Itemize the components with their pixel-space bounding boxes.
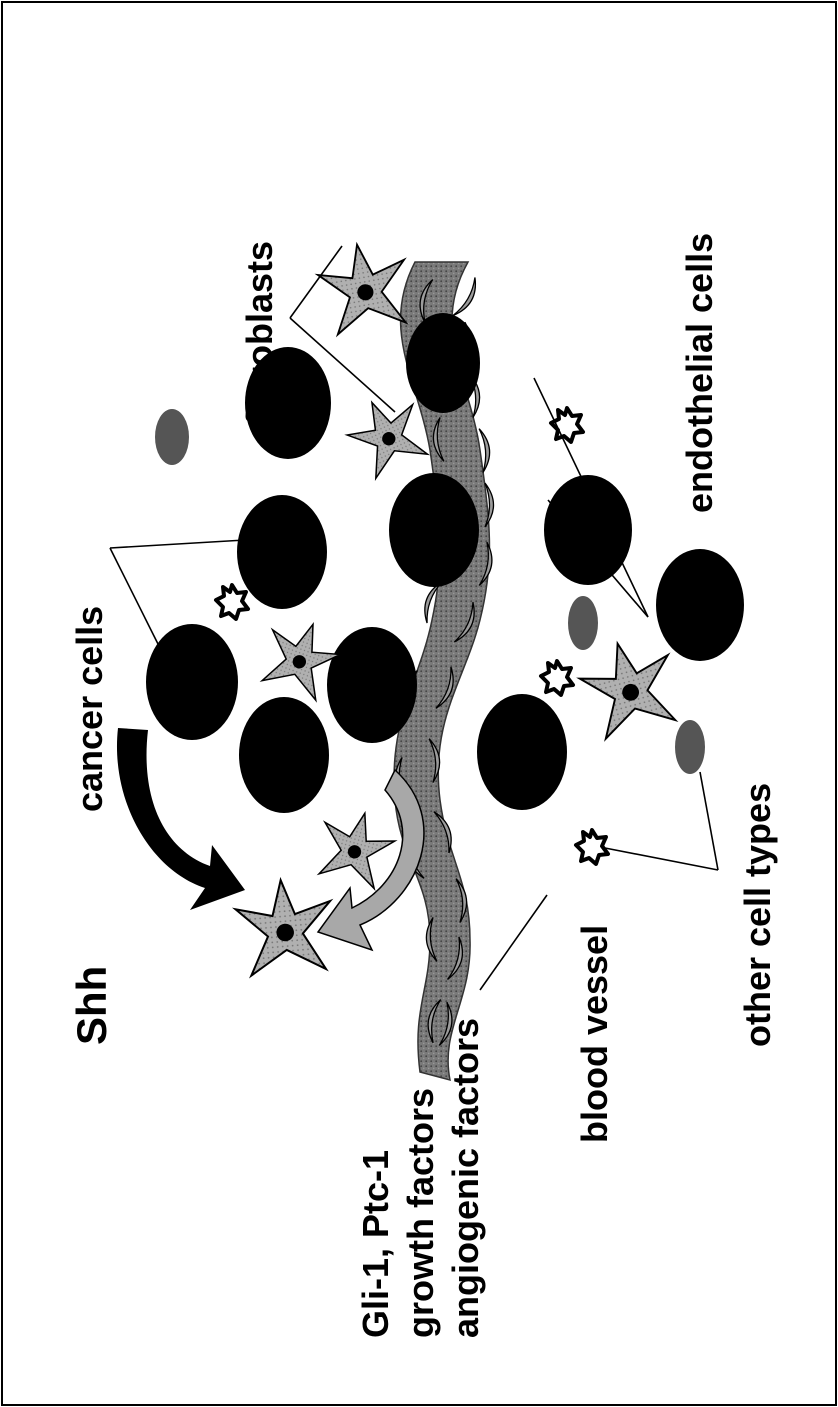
label-shh: Shh xyxy=(68,966,115,1045)
other-cell xyxy=(675,720,705,774)
cancer-cell xyxy=(477,694,567,810)
cancer-cells xyxy=(146,313,744,813)
label-endothelial-cells: endothelial cells xyxy=(679,233,720,513)
other-cell xyxy=(155,409,189,465)
other-cell-star xyxy=(541,661,573,695)
fibroblast xyxy=(233,876,336,976)
cancer-cell xyxy=(406,313,480,413)
label-fibroblasts: fibroblasts xyxy=(239,241,280,425)
cancer-cell xyxy=(389,473,479,587)
label-factors-line2: growth factors xyxy=(400,1088,441,1338)
cancer-cell xyxy=(237,495,327,609)
label-other-cell-types: other cell types xyxy=(737,783,778,1047)
cancer-cell xyxy=(656,549,744,661)
fibroblast xyxy=(312,804,400,891)
cancer-cell xyxy=(327,627,417,743)
fibroblast xyxy=(574,632,685,741)
label-cancer-cells: cancer cells xyxy=(69,606,110,812)
fibroblast xyxy=(314,237,415,336)
label-factors-line1: Gli-1, Ptc-1 xyxy=(355,1150,396,1338)
other-cell-star xyxy=(216,585,248,619)
label-blood-vessel: blood vessel xyxy=(574,925,615,1143)
cancer-cell xyxy=(239,697,329,813)
label-factors-line3: angiogenic factors xyxy=(445,1018,486,1338)
cancer-cell xyxy=(146,624,238,740)
shh-arrow xyxy=(117,728,245,910)
other-cell-star xyxy=(576,830,608,864)
other-cell xyxy=(568,596,598,650)
